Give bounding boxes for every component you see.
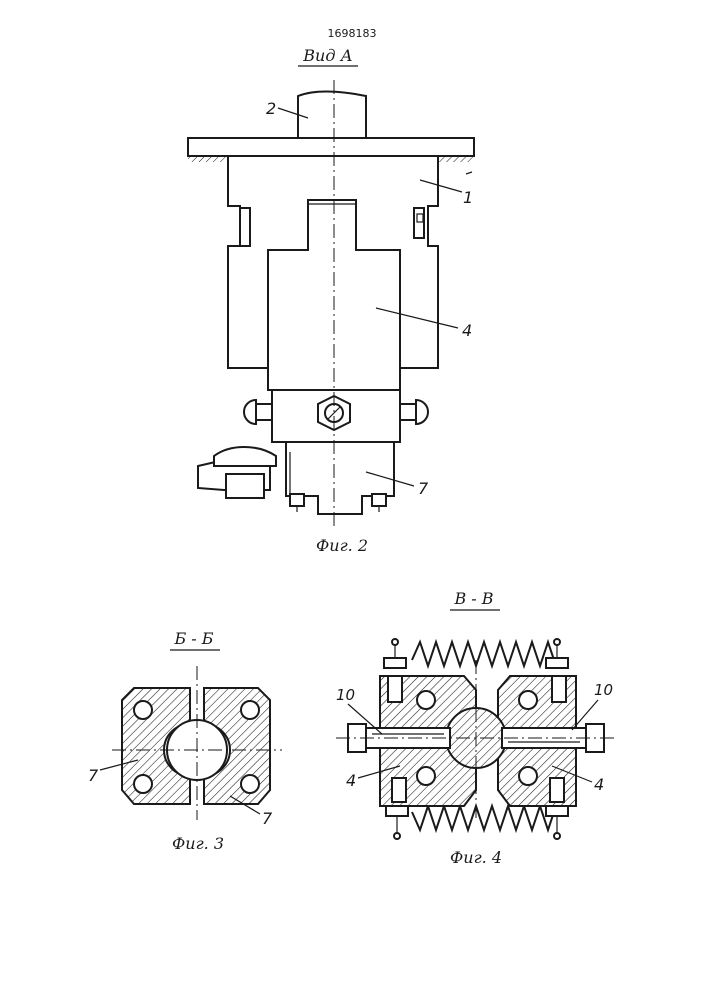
section-label-v: В - В: [453, 589, 493, 608]
callout-7: 7: [418, 479, 429, 498]
stud-tip: [554, 639, 560, 645]
pin-top-right: [552, 676, 566, 702]
right-fitting-head: [416, 400, 428, 424]
figure-3: Б - Б 7 7 Фиг. 3: [88, 629, 282, 853]
stud: [384, 658, 406, 668]
bellows-top: [412, 642, 554, 666]
stud-tip: [394, 833, 400, 839]
stud: [546, 806, 568, 816]
callout-7-left: 7: [88, 766, 99, 785]
bolt-hole: [241, 775, 259, 793]
figure-4: В - В: [336, 589, 616, 867]
stud-tip: [392, 639, 398, 645]
left-fitting-head: [244, 400, 256, 424]
jaw-bolt-left: [290, 494, 304, 506]
pin-top-left: [388, 676, 402, 702]
callout-4-left: 4: [346, 771, 356, 790]
callout-10-left: 10: [336, 686, 355, 704]
caption-fig4: Фиг. 4: [450, 848, 502, 867]
bellows-bottom: [412, 806, 554, 830]
bolt-hole: [519, 767, 537, 785]
stud: [386, 806, 408, 816]
bolt-hole: [417, 691, 435, 709]
shaft: [298, 91, 366, 138]
bolt-hole: [417, 767, 435, 785]
jaw-bolt-right: [372, 494, 386, 506]
housing-mark: [466, 172, 472, 174]
workpiece-lower: [226, 474, 264, 498]
bolt-hole: [134, 775, 152, 793]
mounting-plate: [188, 138, 474, 156]
bolt-hole: [134, 701, 152, 719]
callout-2: 2: [266, 99, 276, 118]
patent-number: 1698183: [328, 27, 377, 40]
callout-4-right: 4: [594, 775, 604, 794]
caption-fig3: Фиг. 3: [172, 834, 224, 853]
callout-10-right: 10: [594, 681, 613, 699]
figure-2: Вид А: [188, 46, 474, 555]
leader-2: [278, 108, 308, 118]
section-label-b: Б - Б: [173, 629, 213, 648]
pin-bottom-left: [392, 778, 406, 802]
view-label-a: Вид А: [302, 46, 352, 65]
callout-4: 4: [462, 321, 472, 340]
stud-tip: [554, 833, 560, 839]
workpiece-cap: [214, 447, 276, 466]
right-fitting-stem: [400, 404, 416, 420]
caption-fig2: Фиг. 2: [316, 536, 368, 555]
bolt-hole: [519, 691, 537, 709]
stud: [546, 658, 568, 668]
pin-bottom-right: [550, 778, 564, 802]
left-fitting-stem: [256, 404, 272, 420]
callout-1: 1: [463, 188, 473, 207]
bolt-hole: [241, 701, 259, 719]
callout-7-right: 7: [262, 809, 273, 828]
